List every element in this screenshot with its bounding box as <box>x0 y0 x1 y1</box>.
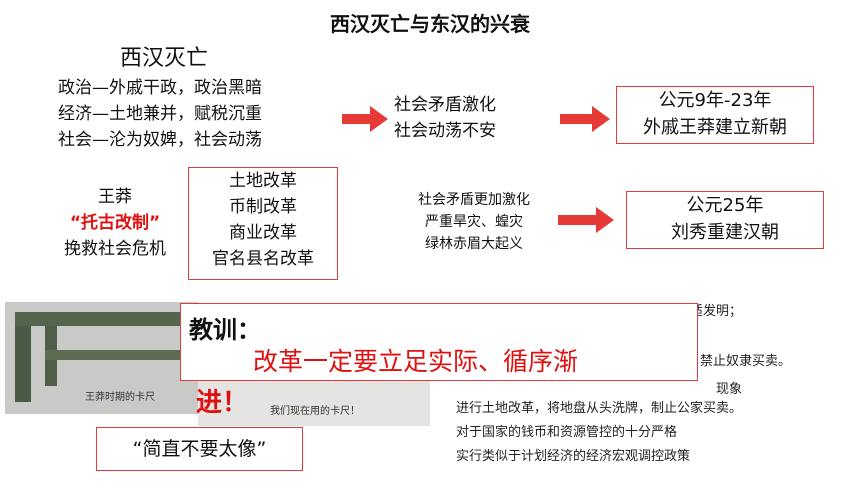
result-box-xin-dynasty: 公元9年-23年 外戚王莽建立新朝 <box>616 86 814 144</box>
section-subtitle: 西汉灭亡 <box>120 46 209 71</box>
lesson-text: 改革一定要立足实际、循序渐 <box>253 347 579 376</box>
consequence-line: 绿林赤眉大起义 <box>425 236 523 252</box>
note-partial: 禁止奴隶买卖。 <box>700 354 792 369</box>
causes-list: 政治—外戚干政，政治黑暗 经济—土地兼并，赋税沉重 社会—沦为奴婢，社会动荡 <box>58 75 262 153</box>
modern-caliper-photo: 我们现在用的卡尺！ <box>198 376 430 426</box>
reform-item: 商业改革 <box>229 223 297 243</box>
consequence-line: 社会矛盾激化 <box>394 95 496 115</box>
notes-list: 进行土地改革，将地盘从头洗牌，制止公家买卖。 对于国家的钱币和资源管控的十分严格… <box>456 397 742 469</box>
note-partial: 现象 <box>716 382 743 397</box>
note-line: 进行土地改革，将地盘从头洗牌，制止公家买卖。 <box>456 401 743 416</box>
consequence-block-2: 社会矛盾更加激化 严重旱灾、蝗灾 绿林赤眉大起义 <box>386 189 562 255</box>
lesson-box: 教训： 改革一定要立足实际、循序渐 <box>180 303 698 381</box>
cause-social: 社会—沦为奴婢，社会动荡 <box>58 130 262 150</box>
result-date: 公元9年-23年 <box>658 90 772 111</box>
result-text: 刘秀重建汉朝 <box>671 222 779 243</box>
wangmang-name: 王莽 <box>98 187 132 207</box>
consequence-block-1: 社会矛盾激化 社会动荡不安 <box>394 92 496 144</box>
consequence-line: 社会动荡不安 <box>394 121 496 141</box>
photo-caption: 我们现在用的卡尺！ <box>270 406 360 417</box>
arrow-icon <box>342 106 388 132</box>
cause-economic: 经济—土地兼并，赋税沉重 <box>58 104 262 124</box>
reform-item: 官名县名改革 <box>212 249 314 269</box>
result-box-eastern-han: 公元25年 刘秀重建汉朝 <box>626 191 824 249</box>
note-partial: 适发明； <box>690 304 743 319</box>
photo-caption: 王莽时期的卡尺 <box>85 392 155 403</box>
cause-political: 政治—外戚干政，政治黑暗 <box>58 78 262 98</box>
note-line: 实行类似于计划经济的经济宏观调控政策 <box>456 449 691 464</box>
caliper-photo: 王莽时期的卡尺 <box>5 302 198 414</box>
caliper-icon <box>15 312 195 402</box>
wangmang-purpose: 挽救社会危机 <box>64 239 166 259</box>
consequence-line: 严重旱灾、蝗灾 <box>425 214 523 230</box>
wangmang-slogan: “托古改制” <box>69 213 161 233</box>
arrow-icon <box>560 106 610 132</box>
page-title: 西汉灭亡与东汉的兴衰 <box>330 12 530 36</box>
result-date: 公元25年 <box>686 195 764 216</box>
reforms-box: 土地改革 币制改革 商业改革 官名县名改革 <box>188 167 338 280</box>
reform-item: 土地改革 <box>229 171 297 191</box>
wangmang-block: 王莽 “托古改制” 挽救社会危机 <box>45 184 185 262</box>
reform-item: 币制改革 <box>229 197 297 217</box>
lesson-label: 教训： <box>189 316 261 344</box>
quote-box: “简直不要太像” <box>96 427 303 471</box>
arrow-icon <box>558 207 614 233</box>
lesson-tail: 进！ <box>196 388 249 418</box>
result-text: 外戚王莽建立新朝 <box>643 117 787 138</box>
consequence-line: 社会矛盾更加激化 <box>418 192 530 208</box>
note-line: 对于国家的钱币和资源管控的十分严格 <box>456 425 678 440</box>
